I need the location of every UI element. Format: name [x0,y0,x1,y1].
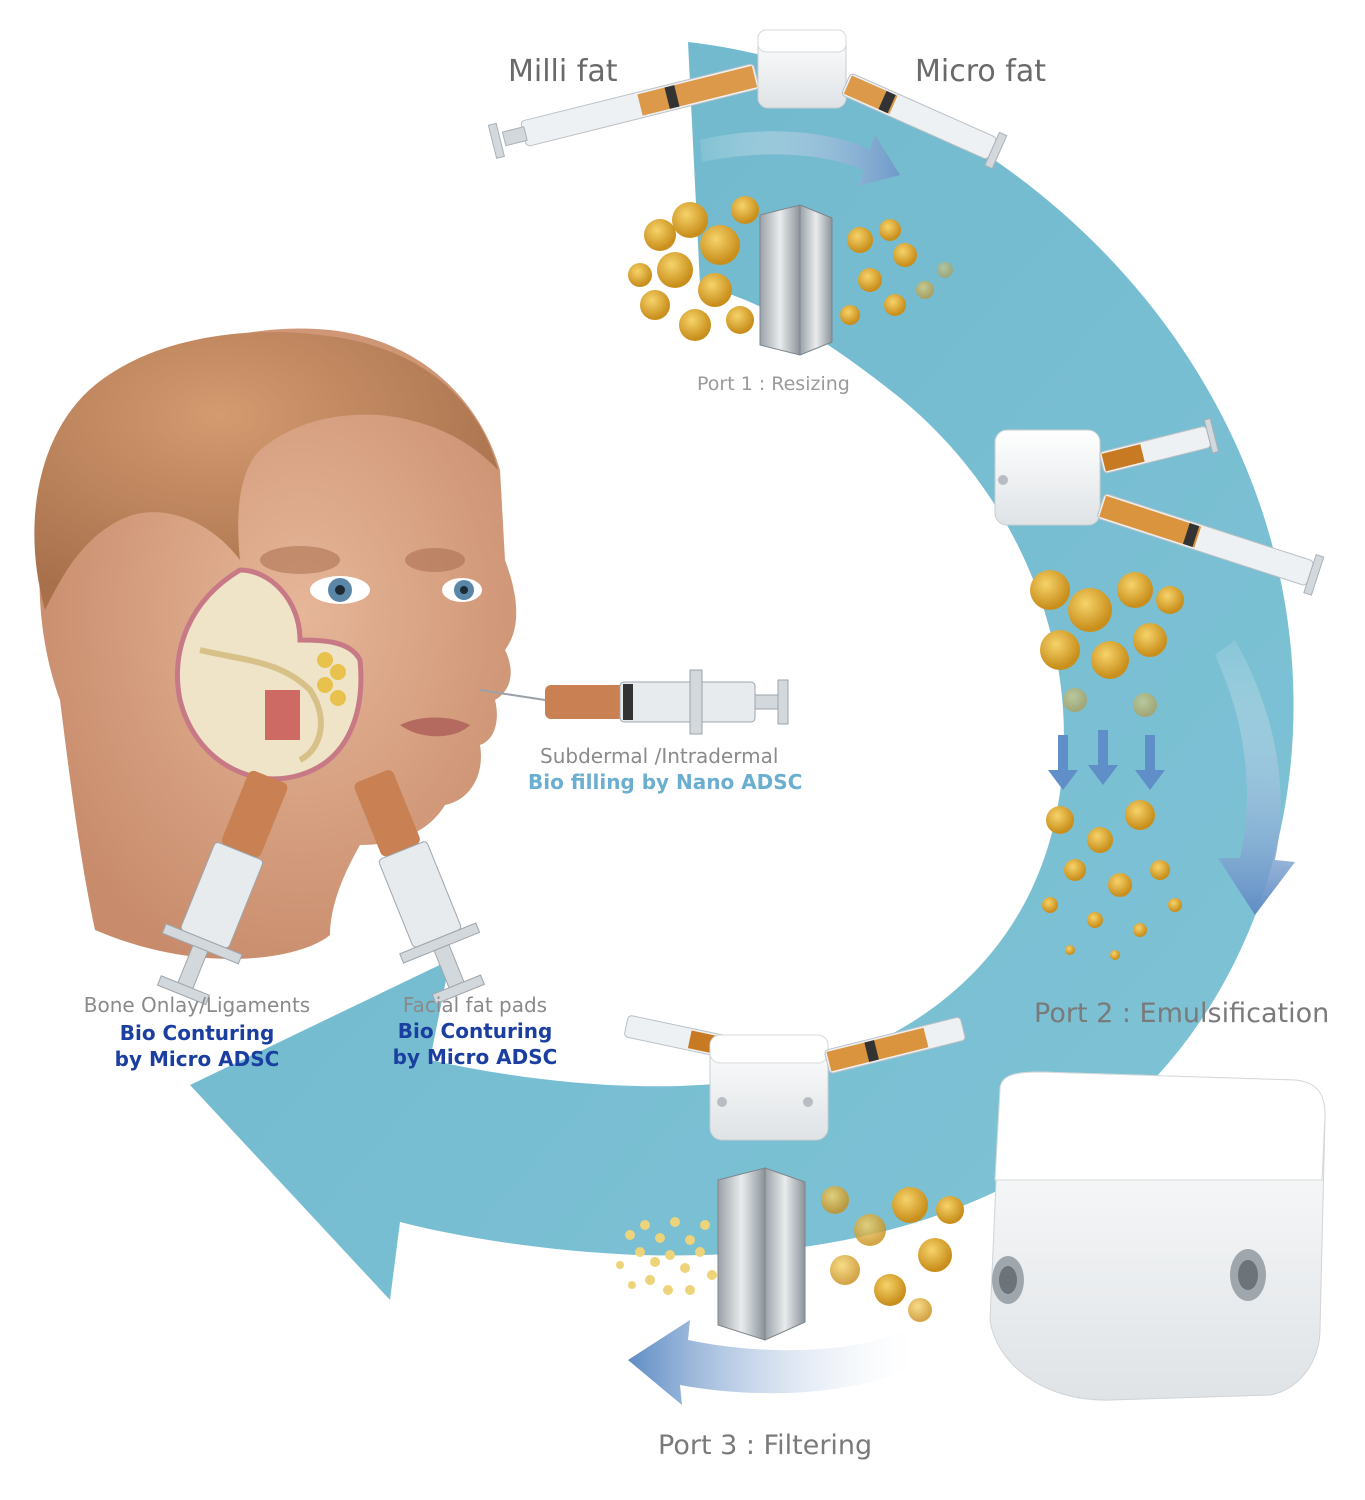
syringe-port3-right-icon [824,1017,966,1074]
port1-label: Port 1 : Resizing [697,373,850,395]
bone-bio-label-2: by Micro ADSC [114,1047,280,1071]
cube-device-port2-icon [994,429,1101,526]
port3-label: Port 3 : Filtering [658,1430,873,1461]
syringe-center-icon [479,669,789,735]
micro-fat-label: Micro fat [915,54,1046,89]
cube-device-top-icon [757,29,847,109]
filter-blade-port3-icon [717,1167,806,1341]
syringe-face-left-icon [156,770,288,1006]
flow-arrow-right-icon [1215,640,1295,915]
cube-device-port3-icon [709,1034,829,1141]
syringe-port2-lower-icon [1097,493,1325,596]
fat-pads-label: Facial fat pads [402,993,548,1017]
head-illustration [34,328,517,959]
port3-nano-particles-icon [616,1217,717,1295]
bone-onlay-label: Bone Onlay/Ligaments [83,993,311,1017]
syringe-left-top-icon [487,63,760,159]
syringe-face-right-icon [354,770,486,1005]
cycle-arrow-icon [190,42,1294,1300]
port2-label: Port 2 : Emulsification [1034,998,1330,1029]
syringe-right-top-icon [841,73,1008,170]
flow-arrow-bottom-icon [628,1320,915,1405]
milli-fat-label: Milli fat [508,54,618,89]
cube-device-large-icon [989,1071,1326,1401]
bio-filling-label: Bio filling by Nano ADSC [528,770,803,794]
filter-blade-port1-icon [759,204,833,356]
fat-bio-label-1: Bio Conturing [397,1019,553,1043]
subdermal-label: Subdermal /Intradermal [540,744,779,768]
flow-arrow-top-icon [700,131,900,186]
port1-fat-cluster-right-icon [840,219,953,325]
down-arrows-icon [1048,730,1165,790]
port2-fat-cluster-icon [1030,570,1184,717]
port1-fat-cluster-left-icon [628,196,759,341]
port2-emulsion-icon [1042,800,1182,960]
bone-bio-label-1: Bio Conturing [119,1021,275,1045]
port3-fat-cluster-icon [821,1186,964,1322]
syringe-port2-upper-icon [1099,417,1220,474]
fat-bio-label-2: by Micro ADSC [392,1045,558,1069]
